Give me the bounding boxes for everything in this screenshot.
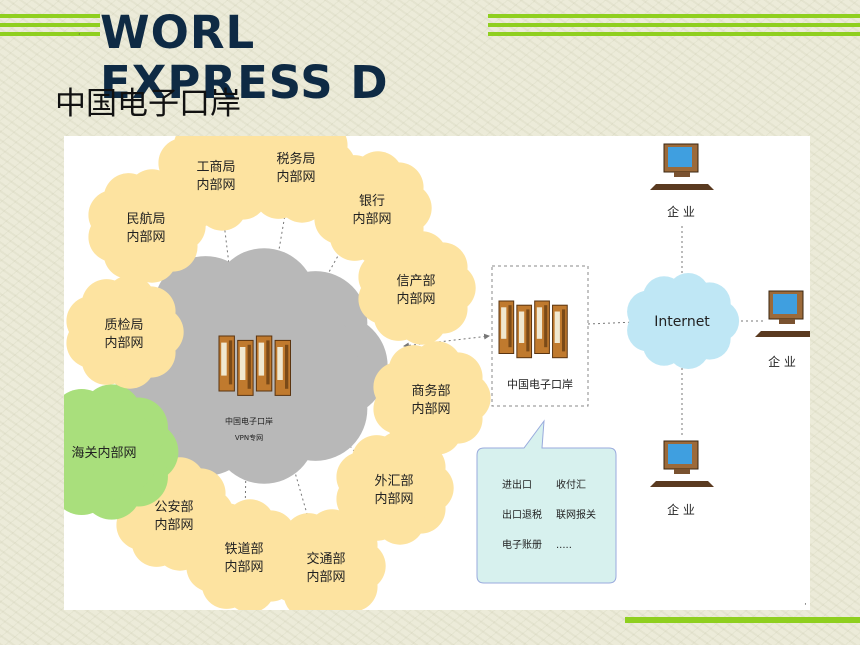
department-sublabel-tiedao: 内部网	[224, 559, 263, 575]
department-cloud-zhijian	[66, 275, 184, 389]
services-callout	[476, 419, 617, 584]
enterprise-computer-icon	[755, 290, 810, 337]
department-label-gongshang: 工商局	[196, 160, 235, 175]
department-label-gongan: 公安部	[154, 500, 193, 515]
department-label-waihui: 外汇部	[374, 474, 413, 489]
department-sublabel-xinchan: 内部网	[396, 291, 435, 307]
department-sublabel-waihui: 内部网	[374, 491, 413, 507]
department-cloud-haiguan	[64, 384, 179, 520]
department-sublabel-gongshang: 内部网	[196, 177, 235, 193]
department-sublabel-zhijian: 内部网	[104, 335, 143, 351]
header-stripe	[0, 23, 100, 27]
department-label-xinchan: 信产部	[396, 274, 435, 289]
service-item: 出口退税	[502, 508, 542, 521]
header-stripe-right	[488, 14, 860, 18]
header-stripe-right	[488, 32, 860, 36]
internet-label: Internet	[654, 314, 710, 330]
header-stripe	[0, 32, 100, 36]
department-cloud-minhang	[88, 169, 206, 283]
department-sublabel-shuiwu: 内部网	[276, 169, 315, 185]
department-cloud-xinchan	[358, 231, 476, 345]
department-label-minhang: 民航局	[126, 211, 165, 227]
enterprise-label: 企 业	[667, 502, 695, 517]
vpn-cloud-label: 中国电子口岸	[225, 416, 273, 426]
department-cloud-waihui	[336, 431, 454, 545]
enterprise-label: 企 业	[768, 354, 796, 369]
department-label-tiedao: 铁道部	[224, 542, 263, 557]
department-label-shangwu: 商务部	[411, 383, 450, 399]
department-sublabel-minhang: 内部网	[126, 229, 165, 245]
title-marker: ·	[78, 30, 81, 39]
portal-server-icon	[498, 300, 568, 359]
service-item: 联网报关	[556, 508, 596, 521]
service-item: 进出口	[502, 478, 532, 491]
vpn-cloud-sublabel: VPN专网	[235, 433, 263, 442]
header-stripes	[0, 14, 100, 41]
header-stripe-right	[488, 23, 860, 27]
service-item: 收付汇	[556, 478, 586, 491]
department-label-shuiwu: 税务局	[276, 151, 315, 167]
service-item: .....	[556, 540, 572, 551]
bottom-marker: ·	[804, 600, 807, 610]
enterprise-computer-icon	[650, 143, 714, 190]
department-label-jiaotong: 交通部	[306, 551, 345, 567]
department-sublabel-yinhang: 内部网	[352, 211, 391, 227]
department-sublabel-jiaotong: 内部网	[306, 569, 345, 585]
department-label-yinhang: 银行	[359, 194, 385, 209]
header-stripe	[0, 14, 100, 18]
page-subtitle: 中国电子口岸	[55, 86, 241, 122]
department-sublabel-shangwu: 内部网	[411, 401, 450, 417]
footer-stripe	[625, 617, 860, 623]
department-label-zhijian: 质检局	[104, 318, 143, 333]
service-item: 电子账册	[502, 538, 542, 551]
page-title: WORL EXPRESS D	[100, 6, 389, 109]
department-label-haiguan: 海关内部网	[71, 445, 136, 461]
vpn-server-icon	[218, 335, 292, 396]
department-cloud-yinhang	[314, 151, 432, 265]
enterprise-label: 企 业	[667, 204, 695, 219]
enterprise-computer-icon	[650, 440, 714, 487]
department-sublabel-gongan: 内部网	[154, 517, 193, 533]
department-cloud-shangwu	[373, 341, 491, 455]
network-diagram: 中国电子口岸VPN专网工商局内部网税务局内部网银行内部网信产部内部网商务部内部网…	[64, 136, 810, 610]
portal-label: 中国电子口岸	[507, 378, 573, 391]
internet-cloud	[627, 273, 740, 369]
